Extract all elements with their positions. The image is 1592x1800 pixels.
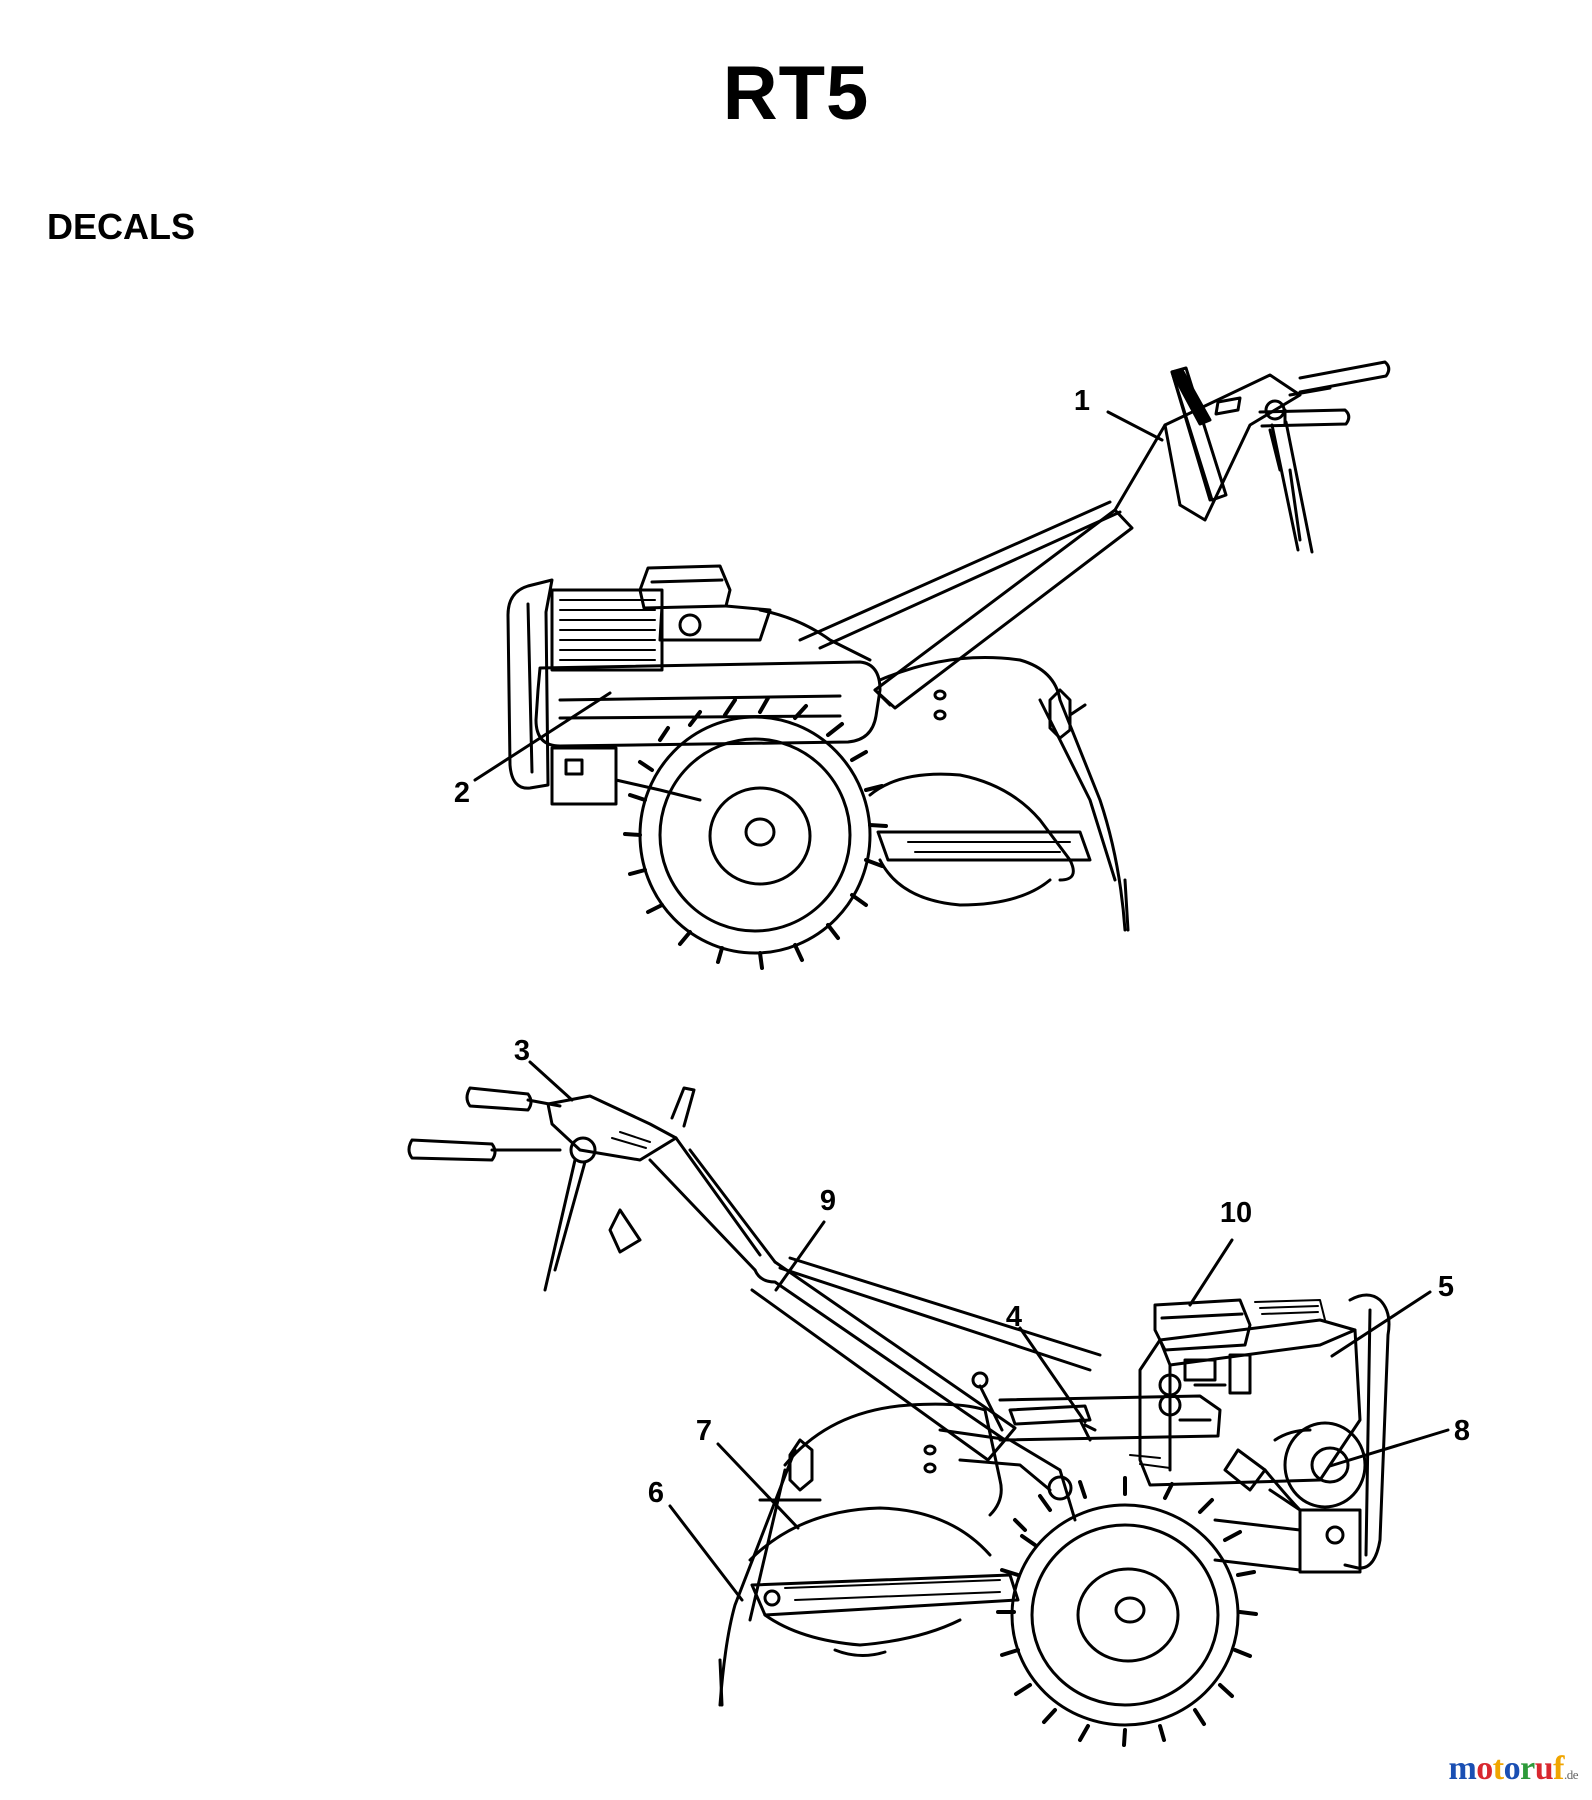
handle-grip-lower	[407, 1138, 497, 1162]
drive-wheel-bottom	[996, 1476, 1258, 1747]
tiller-bottom-view	[407, 1086, 1391, 1747]
air-filter-cover	[1153, 1298, 1252, 1352]
handle-grip-right	[1258, 408, 1351, 428]
leader-2	[473, 691, 612, 782]
leader-7	[716, 1442, 800, 1530]
callout-6: 6	[648, 1477, 664, 1509]
recoil-starter	[1283, 1421, 1367, 1509]
leader-8	[1328, 1428, 1450, 1468]
watermark-letter: f	[1553, 1750, 1564, 1787]
leader-5	[1330, 1290, 1432, 1358]
engine-bottom	[1138, 1298, 1367, 1512]
belt-cover	[534, 660, 882, 748]
callout-7: 7	[696, 1415, 712, 1447]
callout-leaders	[473, 410, 1450, 1602]
callout-3: 3	[514, 1035, 530, 1067]
callout-numbers: 1 2 3 4 5 6 7 8 9 10	[454, 385, 1470, 1509]
watermark-letter: r	[1520, 1750, 1535, 1787]
callout-5: 5	[1438, 1271, 1454, 1303]
callout-9: 9	[820, 1185, 836, 1217]
leader-9	[774, 1220, 826, 1292]
front-bumper	[506, 578, 554, 790]
watermark-letter: u	[1534, 1750, 1554, 1787]
watermark-logo: motoruf.de	[1448, 1750, 1578, 1788]
watermark-brand: motoruf	[1448, 1750, 1564, 1787]
air-filter	[638, 564, 732, 610]
callout-4: 4	[1006, 1301, 1022, 1333]
tiller-top-view	[506, 360, 1391, 970]
leader-1	[1106, 410, 1164, 442]
drive-wheel-top	[623, 696, 888, 970]
callout-8: 8	[1454, 1415, 1470, 1447]
tine-shield-top	[868, 656, 1130, 932]
leader-4	[1018, 1326, 1087, 1424]
watermark-letter: o	[1503, 1750, 1521, 1787]
page-title: RT5	[722, 51, 870, 136]
handlebar-top	[798, 360, 1391, 710]
leader-10	[1188, 1238, 1234, 1307]
watermark-letter: t	[1492, 1750, 1504, 1787]
callout-1: 1	[1074, 385, 1090, 417]
leader-6	[668, 1504, 744, 1602]
leader-3	[528, 1060, 574, 1102]
watermark-tld: .de	[1563, 1767, 1579, 1782]
handle-grip-left	[1298, 360, 1391, 394]
callout-10: 10	[1220, 1197, 1252, 1229]
tine-shield-bottom	[718, 1402, 1020, 1707]
handle-grip-upper	[465, 1086, 533, 1112]
section-heading: DECALS	[47, 206, 196, 247]
watermark-letter: o	[1476, 1750, 1493, 1787]
callout-2: 2	[454, 777, 470, 809]
watermark-letter: m	[1448, 1750, 1477, 1787]
